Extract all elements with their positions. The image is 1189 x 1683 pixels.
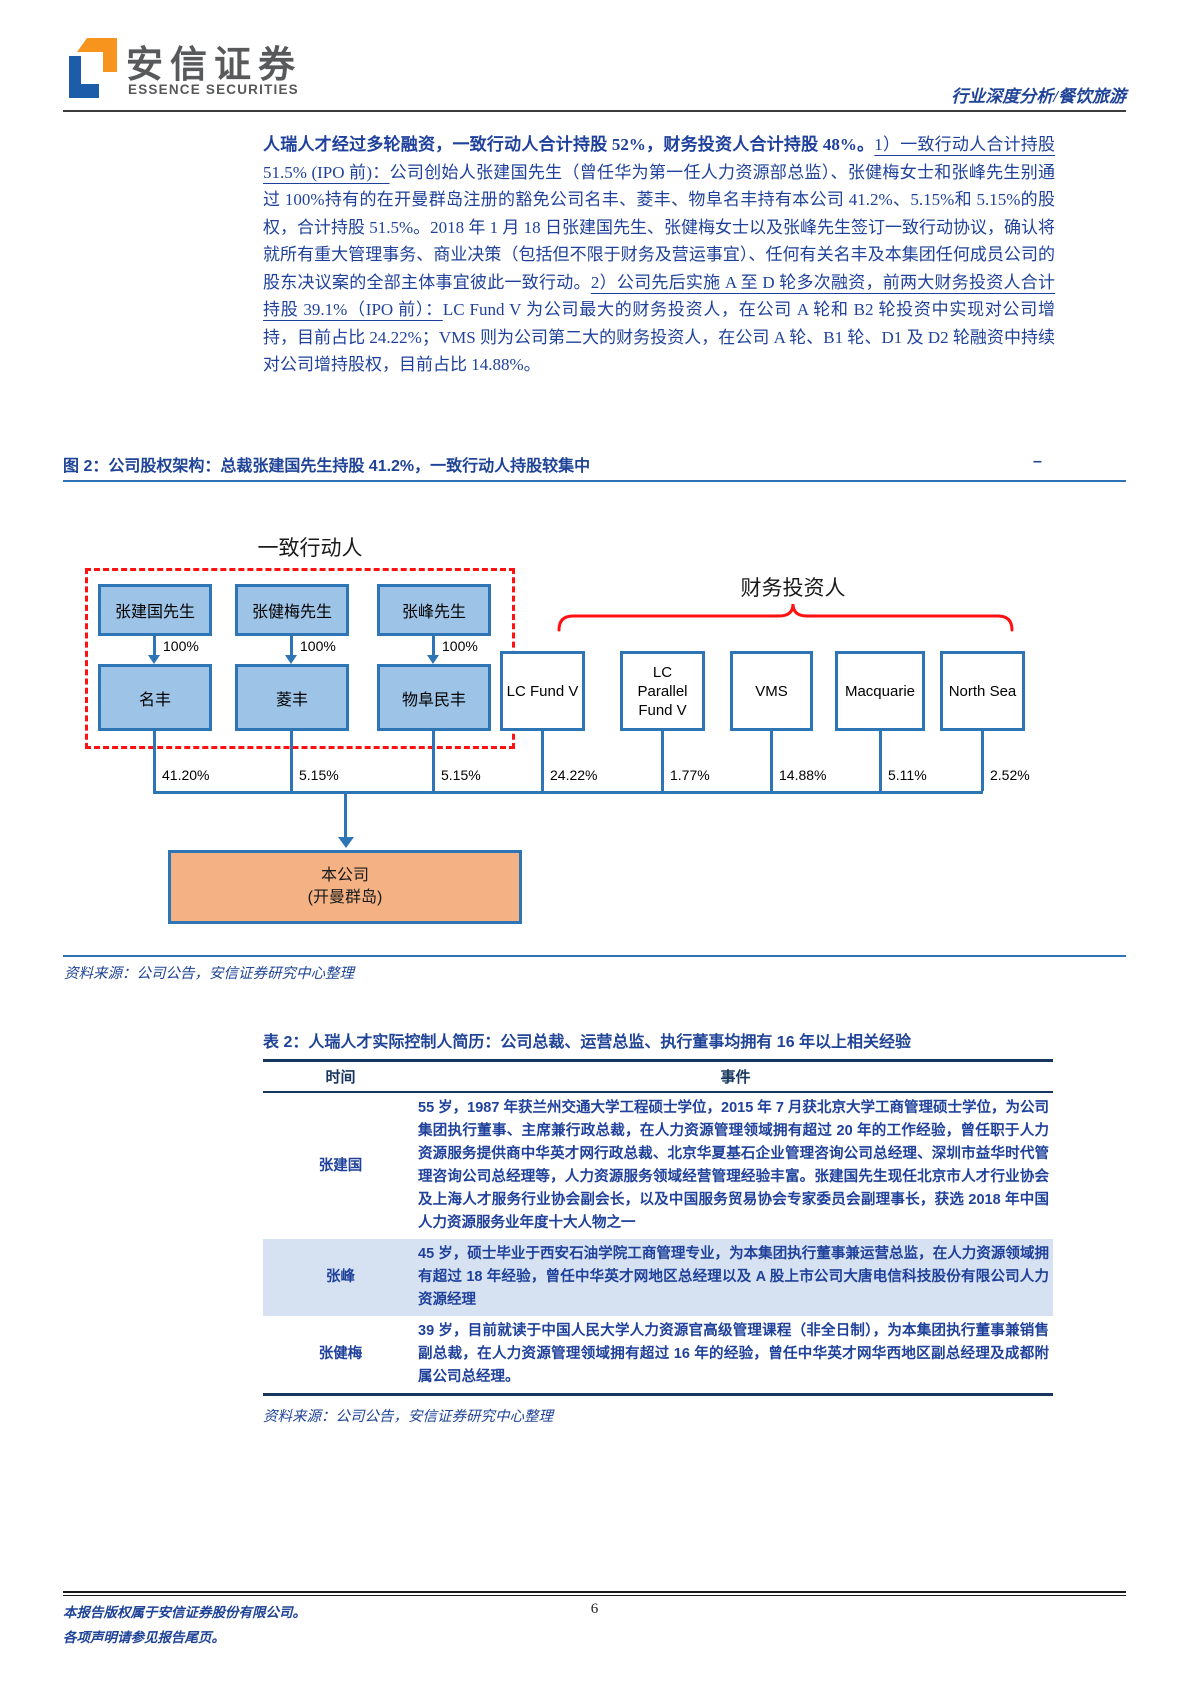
- group-label-concert-parties: 一致行动人: [257, 537, 363, 560]
- company-box: 本公司 (开曼群岛): [168, 850, 522, 924]
- controller-name: 张峰: [326, 1269, 355, 1285]
- stake-pct-label: 2.52%: [990, 767, 1030, 783]
- stake-pct-label: 14.88%: [779, 767, 827, 783]
- stake-pct-label: 24.22%: [550, 767, 598, 783]
- equity-structure-diagram: 一致行动人 财务投资人 张建国先生 张健梅先生 张峰先生 100% 100% 1…: [63, 488, 1126, 958]
- group-label-financial-investors: 财务投资人: [740, 577, 846, 600]
- figure-title-divider: [63, 480, 1126, 482]
- arrow-head-icon: [427, 655, 439, 664]
- drop-line: [770, 731, 773, 791]
- arrow-head-icon: [338, 837, 354, 848]
- brand-name-cn: 安信证券: [126, 44, 302, 85]
- holdco-box-mingfeng: 名丰: [98, 664, 212, 731]
- company-name: 本公司: [320, 867, 369, 884]
- footer-divider: [63, 1591, 1126, 1596]
- page-number: 6: [590, 1601, 599, 1617]
- person-box-zhangfeng: 张峰先生: [377, 584, 491, 636]
- brand-name-en: ESSENCE SECURITIES: [128, 82, 299, 97]
- drop-line: [153, 731, 156, 791]
- controller-name: 张建国: [318, 1157, 363, 1174]
- investor-box-north-sea: North Sea: [940, 651, 1025, 731]
- intro-lead-bold: 人瑞人才经过多轮融资，一致行动人合计持股 52%，财务投资人合计持股 48%。: [263, 135, 875, 154]
- controllers-table-block: 表 2：人瑞人才实际控制人简历：公司总裁、运营总监、执行董事均拥有 16 年以上…: [263, 1028, 1053, 1426]
- arrow-head-icon: [148, 655, 160, 664]
- essence-logo-icon: [63, 36, 121, 105]
- drop-line: [541, 731, 544, 791]
- table-row: 张建国 55 岁，1987 年获兰州交通大学工程硕士学位，2015 年 7 月获…: [263, 1093, 1053, 1239]
- column-header-time: 时间: [325, 1069, 356, 1086]
- table-row: 张峰 45 岁，硕士毕业于西安石油学院工商管理专业，为本集团执行董事兼运营总监，…: [263, 1239, 1053, 1316]
- report-category: 行业深度分析/餐饮旅游: [951, 87, 1126, 106]
- investor-box-lc-parallel-fund-v: LC Parallel Fund V: [620, 651, 705, 731]
- figure-source: 资料来源：公司公告，安信证券研究中心整理: [64, 966, 354, 982]
- connector-line: [153, 791, 983, 794]
- table-row: 张健梅 39 岁，目前就读于中国人民大学人力资源官高级管理课程（非全日制），为本…: [263, 1316, 1053, 1393]
- stake-pct-label: 41.20%: [162, 767, 210, 783]
- controller-bio: 39 岁，目前就读于中国人民大学人力资源官高级管理课程（非全日制），为本集团执行…: [418, 1323, 1049, 1385]
- drop-line: [879, 731, 882, 791]
- header-divider: [63, 110, 1126, 112]
- drop-line: [981, 731, 984, 791]
- ownership-arrow-line: [153, 636, 156, 658]
- ownership-pct-label: 100%: [163, 638, 199, 654]
- table-source: 资料来源：公司公告，安信证券研究中心整理: [263, 1409, 553, 1425]
- stake-pct-label: 1.77%: [670, 767, 710, 783]
- investor-box-lc-fund-v: LC Fund V: [500, 651, 585, 731]
- copyright-line2: 各项声明请参见报告尾页。: [63, 1630, 225, 1645]
- ownership-pct-label: 100%: [300, 638, 336, 654]
- investor-box-macquarie: Macquarie: [835, 651, 925, 731]
- stake-pct-label: 5.11%: [888, 767, 927, 783]
- table-title: 表 2：人瑞人才实际控制人简历：公司总裁、运营总监、执行董事均拥有 16 年以上…: [263, 1034, 912, 1051]
- controller-name: 张健梅: [318, 1346, 363, 1362]
- drop-line: [661, 731, 664, 791]
- stake-pct-label: 5.15%: [441, 767, 481, 783]
- column-header-event: 事件: [720, 1069, 751, 1086]
- controller-bio: 45 岁，硕士毕业于西安石油学院工商管理专业，为本集团执行董事兼运营总监，在人力…: [418, 1246, 1049, 1308]
- holdco-box-wufuminfeng: 物阜民丰: [377, 664, 491, 731]
- copyright-line1: 本报告版权属于安信证券股份有限公司。: [63, 1605, 306, 1620]
- figure-title: 图 2：公司股权架构：总裁张建国先生持股 41.2%，一致行动人持股较集中: [63, 458, 591, 475]
- controller-bio: 55 岁，1987 年获兰州交通大学工程硕士学位，2015 年 7 月获北京大学…: [418, 1100, 1049, 1231]
- ownership-pct-label: 100%: [442, 638, 478, 654]
- intro-paragraph: 人瑞人才经过多轮融资，一致行动人合计持股 52%，财务投资人合计持股 48%。1…: [263, 131, 1055, 379]
- ownership-arrow-line: [290, 636, 293, 658]
- controllers-table: 时间 事件 张建国 55 岁，1987 年获兰州交通大学工程硕士学位，2015 …: [263, 1059, 1053, 1396]
- arrow-head-icon: [285, 655, 297, 664]
- person-box-zhangjianmei: 张健梅先生: [235, 584, 349, 636]
- drop-line: [432, 731, 435, 791]
- investor-box-vms: VMS: [730, 651, 813, 731]
- investors-brace: [557, 603, 1014, 632]
- drop-line: [290, 731, 293, 791]
- intro-body1: 公司创始人张建国先生（曾任华为第一任人力资源部总监）、张健梅女士和张峰先生别通过…: [263, 162, 1055, 292]
- figure-bottom-divider: [63, 955, 1126, 957]
- intro-point2: 2）公司先后实施 A 至 D 轮多次融资，前两大财务投资人合计持股 39.1%（…: [263, 272, 1056, 320]
- ownership-arrow-line: [432, 636, 435, 658]
- person-box-zhangjianguo: 张建国先生: [98, 584, 212, 636]
- table-header-row: 时间 事件: [263, 1062, 1053, 1093]
- intro-body2: LC Fund V 为公司最大的财务投资人，在公司 A 轮和 B2 轮投资中实现…: [263, 300, 1055, 374]
- holdco-box-lingfeng: 菱丰: [235, 664, 349, 731]
- figure-anchor-dash: –: [1033, 453, 1042, 470]
- company-domicile: (开曼群岛): [307, 889, 383, 906]
- intro-point1: 1）一致行动人合计持股 51.5% (IPO 前)：: [263, 135, 1056, 182]
- company-arrow-line: [344, 791, 347, 839]
- stake-pct-label: 5.15%: [299, 767, 339, 783]
